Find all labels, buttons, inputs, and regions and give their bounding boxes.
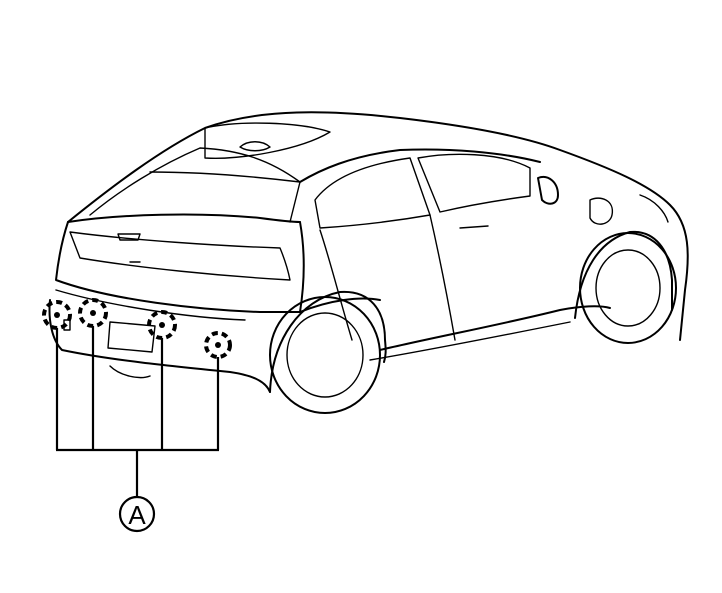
front-wheel — [579, 232, 677, 344]
leader-lines — [55, 326, 220, 497]
car-body — [48, 111, 689, 414]
callout-a: A — [118, 495, 156, 533]
callout-a-label: A — [128, 500, 146, 530]
sensor-1 — [42, 300, 72, 330]
sensor-3 — [147, 310, 177, 340]
sensor-2 — [78, 298, 108, 328]
rear-wheel — [269, 296, 381, 414]
callout-a-circle — [118, 495, 156, 533]
sensor-4 — [204, 331, 232, 359]
